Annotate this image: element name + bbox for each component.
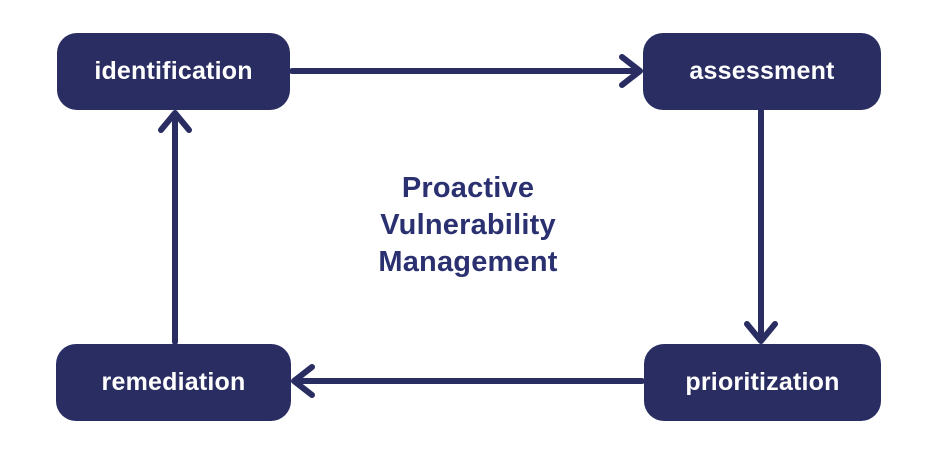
node-remediation: remediation [56, 344, 291, 421]
node-identification: identification [57, 33, 290, 110]
node-remediation-label: remediation [101, 368, 246, 396]
node-prioritization: prioritization [644, 344, 881, 421]
node-assessment: assessment [643, 33, 881, 110]
node-assessment-label: assessment [689, 57, 835, 85]
node-identification-label: identification [94, 57, 253, 85]
arrow-identification-to-assessment [289, 54, 643, 88]
node-prioritization-label: prioritization [685, 368, 840, 396]
diagram-title: Proactive Vulnerability Management [378, 172, 558, 278]
arrow-prioritization-to-remediation [291, 364, 645, 398]
